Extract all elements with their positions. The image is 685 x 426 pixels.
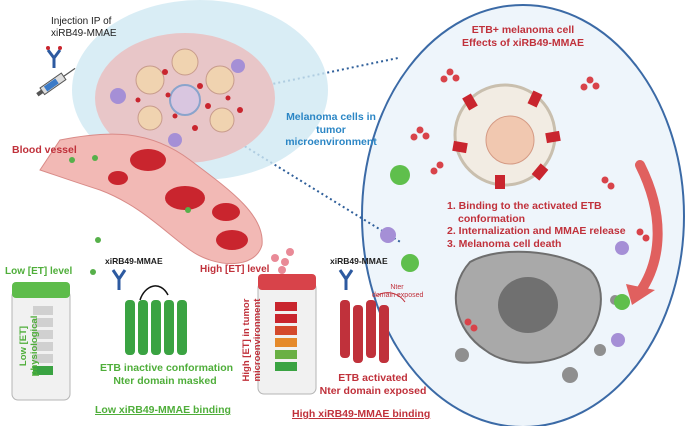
purple-cell [380, 227, 396, 243]
step-1-line2: conformation [458, 212, 526, 225]
etb-receptor-inactive [125, 300, 187, 355]
high-conformation-label: ETB activated Nter domain exposed [318, 372, 428, 397]
high-tube-levels [275, 302, 297, 371]
high-et-level-label: High [ET] level [200, 264, 270, 275]
nter-exposed-line1: Nter [390, 284, 404, 291]
tumor-cell [205, 65, 235, 95]
high-antibody-icon [338, 269, 354, 290]
cell-title-line2: Effects of xiRB49-MMAE [462, 36, 584, 49]
low-conformation-line1: ETB inactive conformation [100, 362, 234, 374]
red-blood-cell [108, 171, 128, 185]
tumor-cell [171, 48, 199, 76]
antibody-icon [46, 46, 62, 68]
purple-cell [611, 333, 625, 347]
green-dot [92, 155, 98, 161]
red-blood-cell [216, 230, 248, 250]
red-blood-cell [165, 186, 205, 210]
et-cluster-high [271, 248, 294, 274]
injection-label-line1: Injection IP of [51, 16, 112, 27]
low-conformation-line2: Nter domain masked [113, 374, 217, 387]
low-tube-label-line2: physiological [29, 315, 40, 377]
green-macrophage [614, 294, 630, 310]
blood-vessel [39, 133, 263, 265]
high-tube-label-line2: microenvironment [252, 298, 263, 382]
high-conformation-line2: Nter domain exposed [319, 384, 427, 397]
low-tube-cap [12, 282, 70, 298]
red-blood-cell [130, 149, 166, 171]
green-macrophage [390, 165, 410, 185]
high-binding-label: High xiRB49-MMAE binding [292, 408, 431, 420]
cell-title-line1: ETB+ melanoma cell [471, 24, 575, 36]
mechanism-steps: 1. Binding to the activated ETB conforma… [447, 200, 626, 250]
melanoma-label-line3: microenvironment [285, 136, 377, 148]
tumor-cell [137, 105, 163, 131]
green-dot [69, 157, 75, 163]
melanoma-label: Melanoma cells in tumor microenvironment [282, 111, 380, 149]
endothelin-dots [135, 69, 243, 131]
zoom-circle [361, 4, 685, 426]
high-conformation-line1: ETB activated [338, 372, 408, 384]
nter-exposed-label: Nter domain exposed [372, 284, 424, 300]
nter-exposed-line2: domain exposed [372, 292, 424, 299]
immune-cell [231, 59, 245, 73]
injection-label-line2: xiRB49-MMAE [51, 28, 117, 39]
tumor-cell [135, 65, 165, 95]
green-dot [95, 237, 101, 243]
dead-cell-core [498, 277, 558, 333]
step-3: 3. Melanoma cell death [447, 237, 562, 250]
blood-vessel-label: Blood vessel [12, 144, 77, 156]
green-dot [185, 207, 191, 213]
high-tube-label-line1: High [ET] in tumor [241, 298, 252, 382]
low-binding-label: Low xiRB49-MMAE binding [95, 404, 231, 416]
immune-cell [168, 133, 182, 147]
melanoma-label-line2: tumor [316, 123, 346, 136]
tumor-cell [209, 107, 235, 133]
melanoma-nucleus [485, 115, 535, 165]
low-tube-label: Low [ET] physiological [18, 306, 40, 386]
immune-cell [110, 88, 126, 104]
injection-label: Injection IP of xiRB49-MMAE [51, 16, 117, 40]
melanoma-label-line1: Melanoma cells in [286, 111, 376, 123]
low-antibody-icon [111, 269, 127, 290]
et-clusters [410, 68, 650, 332]
tumor-cell [169, 84, 201, 116]
cell-title: ETB+ melanoma cell Effects of xiRB49-MMA… [458, 24, 588, 49]
high-antibody-label: xiRB49-MMAE [330, 256, 388, 266]
low-et-level-label: Low [ET] level [5, 266, 73, 277]
progression-arrowhead [626, 284, 655, 305]
red-blood-cell [212, 203, 240, 221]
progression-arrow [635, 160, 663, 297]
high-tube-cap [258, 274, 316, 290]
nter-arrow [375, 292, 406, 303]
low-conformation-label: ETB inactive conformation Nter domain ma… [100, 362, 234, 387]
green-macrophage [401, 254, 419, 272]
green-dot [90, 269, 96, 275]
receptor-loop [139, 285, 169, 301]
step-2: 2. Internalization and MMAE release [447, 225, 626, 237]
syringe-icon [36, 67, 76, 97]
low-tube-label-line1: Low [ET] [18, 325, 29, 367]
low-antibody-label: xiRB49-MMAE [105, 256, 163, 266]
etb-receptor-active [340, 300, 389, 363]
receptor-markers [452, 90, 561, 189]
high-tube-label: High [ET] in tumor microenvironment [241, 294, 263, 386]
purple-cell [615, 241, 629, 255]
step-1-line1: 1. Binding to the activated ETB [447, 200, 602, 212]
low-tube-levels [33, 306, 53, 375]
